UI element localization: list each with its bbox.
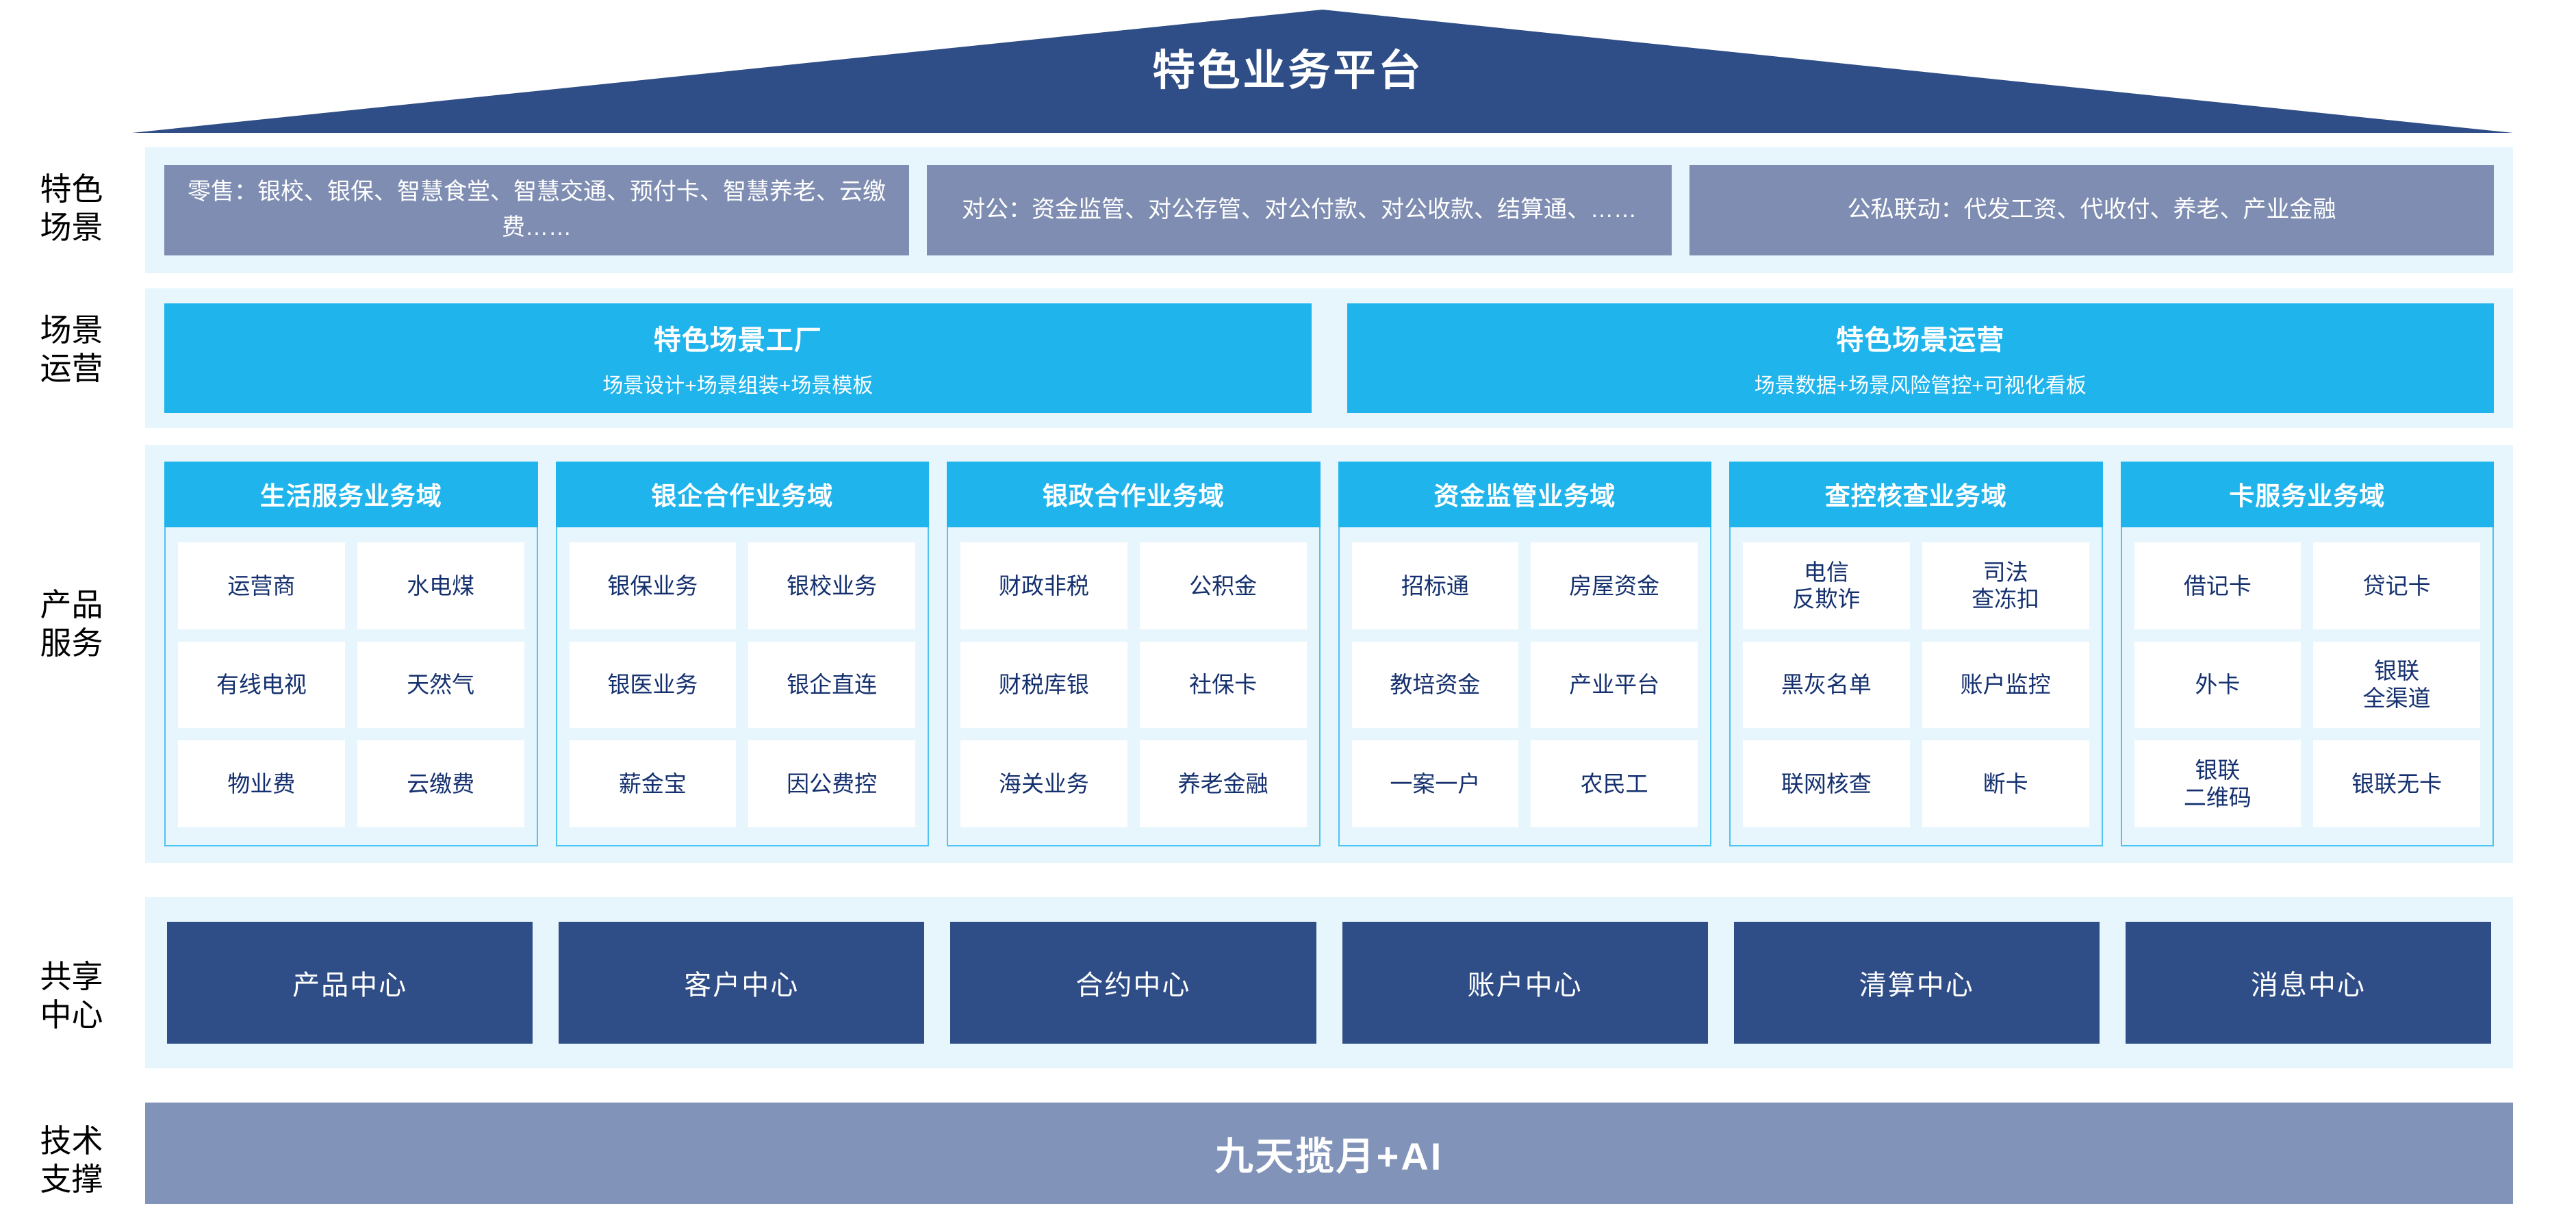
domain-header: 生活服务业务域 <box>164 462 538 527</box>
domain-item[interactable]: 物业费 <box>178 740 345 827</box>
domain-item[interactable]: 招标通 <box>1351 542 1519 629</box>
domain-item[interactable]: 运营商 <box>178 542 345 629</box>
domain-item[interactable]: 海关业务 <box>960 740 1127 827</box>
scenario-band: 零售：银校、银保、智慧食堂、智慧交通、预付卡、智慧养老、云缴费…… 对公：资金监… <box>145 147 2513 273</box>
rail-label-tech: 技术支撑 <box>40 1123 103 1198</box>
shared-center-box[interactable]: 产品中心 <box>167 922 533 1044</box>
domain-item[interactable]: 银医业务 <box>569 641 737 729</box>
domain-header: 银企合作业务域 <box>555 462 929 527</box>
domain-column: 资金监管业务域招标通房屋资金教培资金产业平台一案一户农民工 <box>1338 462 1711 846</box>
domain-item[interactable]: 断卡 <box>1922 740 2089 827</box>
domain-item-grid: 电信 反欺诈司法 查冻扣黑灰名单账户监控联网核查断卡 <box>1731 527 2102 845</box>
domain-header: 资金监管业务域 <box>1338 462 1711 527</box>
ops-box-scene-factory[interactable]: 特色场景工厂 场景设计+场景组装+场景模板 <box>164 303 1312 413</box>
domain-item[interactable]: 司法 查冻扣 <box>1922 542 2089 629</box>
domain-header: 银政合作业务域 <box>947 462 1321 527</box>
domain-item[interactable]: 借记卡 <box>2134 542 2301 629</box>
shared-center-box[interactable]: 合约中心 <box>950 922 1316 1044</box>
domain-item[interactable]: 社保卡 <box>1139 641 1307 729</box>
platform-title: 特色业务平台 <box>1152 47 1424 95</box>
domain-item[interactable]: 教培资金 <box>1351 641 1519 729</box>
domain-header: 查控核查业务域 <box>1729 462 2103 527</box>
domain-item[interactable]: 产业平台 <box>1531 641 1698 729</box>
tech-support-bar[interactable]: 九天揽月+AI <box>145 1103 2513 1204</box>
scenario-box-public-private[interactable]: 公私联动：代发工资、代收付、养老、产业金融 <box>1689 165 2494 255</box>
roof-shape <box>132 10 2513 133</box>
domain-header: 卡服务业务域 <box>2120 462 2494 527</box>
rail-label-scenario: 特色场景 <box>40 171 103 246</box>
domain-column: 银政合作业务域财政非税公积金财税库银社保卡海关业务养老金融 <box>947 462 1321 846</box>
domain-item[interactable]: 公积金 <box>1139 542 1307 629</box>
shared-center-box[interactable]: 客户中心 <box>559 922 925 1044</box>
domain-item-grid: 招标通房屋资金教培资金产业平台一案一户农民工 <box>1340 527 1711 845</box>
rail-label-centers: 共享中心 <box>40 959 103 1033</box>
scenario-box-corporate[interactable]: 对公：资金监管、对公存管、对公付款、对公收款、结算通、…… <box>927 165 1672 255</box>
domain-item[interactable]: 账户监控 <box>1922 641 2089 729</box>
domain-item[interactable]: 银联 全渠道 <box>2313 641 2480 729</box>
domain-column: 查控核查业务域电信 反欺诈司法 查冻扣黑灰名单账户监控联网核查断卡 <box>1729 462 2103 846</box>
domain-item[interactable]: 房屋资金 <box>1531 542 1698 629</box>
scenario-box-retail[interactable]: 零售：银校、银保、智慧食堂、智慧交通、预付卡、智慧养老、云缴费…… <box>164 165 909 255</box>
domain-item[interactable]: 银联 二维码 <box>2134 740 2301 827</box>
domain-item[interactable]: 电信 反欺诈 <box>1743 542 1910 629</box>
domain-item[interactable]: 黑灰名单 <box>1743 641 1910 729</box>
domain-item[interactable]: 水电煤 <box>357 542 524 629</box>
domain-item[interactable]: 天然气 <box>357 641 524 729</box>
shared-center-box[interactable]: 清算中心 <box>1733 922 2100 1044</box>
ops-box-scene-operation[interactable]: 特色场景运营 场景数据+场景风险管控+可视化看板 <box>1347 303 2494 413</box>
domain-item-grid: 银保业务银校业务银医业务银企直连薪金宝因公费控 <box>557 527 928 845</box>
domain-column: 银企合作业务域银保业务银校业务银医业务银企直连薪金宝因公费控 <box>555 462 929 846</box>
domain-item[interactable]: 银保业务 <box>569 542 737 629</box>
ops-title: 特色场景工厂 <box>653 325 822 355</box>
domain-item-grid: 财政非税公积金财税库银社保卡海关业务养老金融 <box>948 527 1319 845</box>
domain-item[interactable]: 银联无卡 <box>2313 740 2480 827</box>
domain-item[interactable]: 农民工 <box>1531 740 1698 827</box>
operations-band: 特色场景工厂 场景设计+场景组装+场景模板 特色场景运营 场景数据+场景风险管控… <box>145 288 2513 428</box>
roof-triangle-icon <box>132 10 2513 133</box>
domain-item[interactable]: 财税库银 <box>960 641 1127 729</box>
domain-item-grid: 运营商水电煤有线电视天然气物业费云缴费 <box>166 527 537 845</box>
ops-subtitle: 场景数据+场景风险管控+可视化看板 <box>1754 375 2087 397</box>
domain-item[interactable]: 财政非税 <box>960 542 1127 629</box>
domain-item[interactable]: 养老金融 <box>1139 740 1307 827</box>
domain-item[interactable]: 因公费控 <box>748 740 915 827</box>
rail-label-operations: 场景运营 <box>40 312 103 387</box>
domain-item-grid: 借记卡贷记卡外卡银联 全渠道银联 二维码银联无卡 <box>2122 527 2493 845</box>
domain-column: 生活服务业务域运营商水电煤有线电视天然气物业费云缴费 <box>164 462 538 846</box>
ops-title: 特色场景运营 <box>1836 325 2005 355</box>
shared-center-box[interactable]: 账户中心 <box>1342 922 1708 1044</box>
domain-item[interactable]: 有线电视 <box>178 641 345 729</box>
domain-item[interactable]: 外卡 <box>2134 641 2301 729</box>
domain-item[interactable]: 银企直连 <box>748 641 915 729</box>
rail-label-products: 产品服务 <box>40 587 103 662</box>
shared-center-box[interactable]: 消息中心 <box>2125 922 2492 1044</box>
products-band: 生活服务业务域运营商水电煤有线电视天然气物业费云缴费银企合作业务域银保业务银校业… <box>145 445 2513 863</box>
domain-item[interactable]: 薪金宝 <box>569 740 737 827</box>
domain-column: 卡服务业务域借记卡贷记卡外卡银联 全渠道银联 二维码银联无卡 <box>2120 462 2494 846</box>
domain-item[interactable]: 银校业务 <box>748 542 915 629</box>
centers-band: 产品中心客户中心合约中心账户中心清算中心消息中心 <box>145 897 2513 1068</box>
domain-item[interactable]: 一案一户 <box>1351 740 1519 827</box>
ops-subtitle: 场景设计+场景组装+场景模板 <box>602 375 873 397</box>
domain-item[interactable]: 贷记卡 <box>2313 542 2480 629</box>
domain-item[interactable]: 联网核查 <box>1743 740 1910 827</box>
domain-item[interactable]: 云缴费 <box>357 740 524 827</box>
